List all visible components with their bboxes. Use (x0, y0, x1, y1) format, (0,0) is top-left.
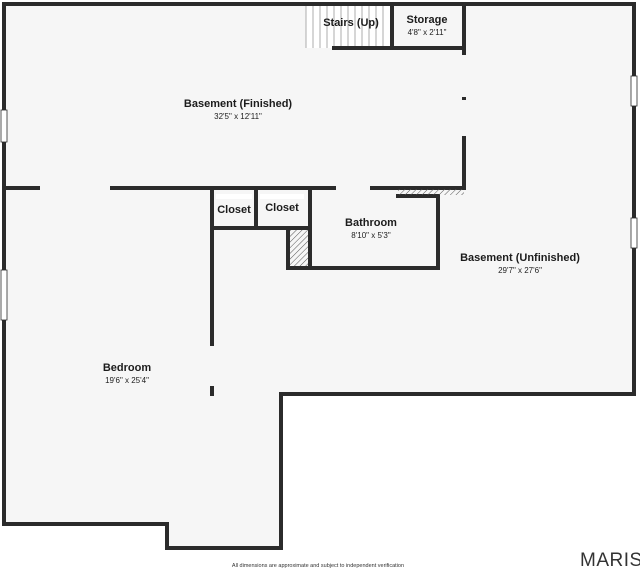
bedroom-door-opening (40, 186, 110, 191)
closet-right-opening (260, 194, 304, 199)
window-east-lower (630, 217, 638, 249)
storage-label: Storage (407, 14, 448, 26)
hatched-ledge (398, 189, 464, 195)
exterior-wall (2, 2, 636, 550)
storage-dimensions: 4'8" x 2'11" (408, 28, 447, 37)
windows (0, 75, 638, 321)
bedroom-east-door-opening (210, 346, 215, 386)
finished-east-opening (462, 100, 467, 136)
stairs-treads (305, 4, 384, 48)
bedroom-label: Bedroom (103, 362, 152, 374)
window-east-upper (630, 75, 638, 107)
basement-finished-label: Basement (Finished) (184, 98, 293, 110)
closet-left-opening (216, 194, 252, 199)
bedroom-dimensions: 19'6" x 25'4" (105, 376, 149, 385)
hatched-chase (290, 230, 308, 266)
window-bedroom-west (0, 269, 8, 321)
floor-fills (4, 4, 634, 548)
stairs-label: Stairs (Up) (323, 17, 379, 29)
basement-unfinished-floor-right (464, 4, 634, 394)
closet-right-label: Closet (265, 202, 299, 214)
storage-side-opening (462, 55, 467, 97)
bathroom-label: Bathroom (345, 217, 397, 229)
bathroom-dimensions: 8'10" x 5'3" (351, 231, 391, 240)
basement-unfinished-label: Basement (Unfinished) (460, 252, 580, 264)
bathroom-door-opening (336, 186, 370, 191)
disclaimer-note: All dimensions are approximate and subje… (232, 563, 404, 569)
basement-unfinished-dimensions: 29'7" x 27'6" (498, 266, 542, 275)
brand-watermark: MARIS (580, 550, 640, 570)
bathroom-wall (308, 186, 440, 270)
basement-finished-floor (4, 4, 464, 188)
closet-left-label: Closet (217, 204, 251, 216)
window-finished-west (0, 109, 8, 143)
basement-unfinished-floor-lower (212, 188, 464, 394)
openings (40, 55, 467, 386)
basement-finished-dimensions: 32'5" x 12'11" (214, 112, 262, 121)
